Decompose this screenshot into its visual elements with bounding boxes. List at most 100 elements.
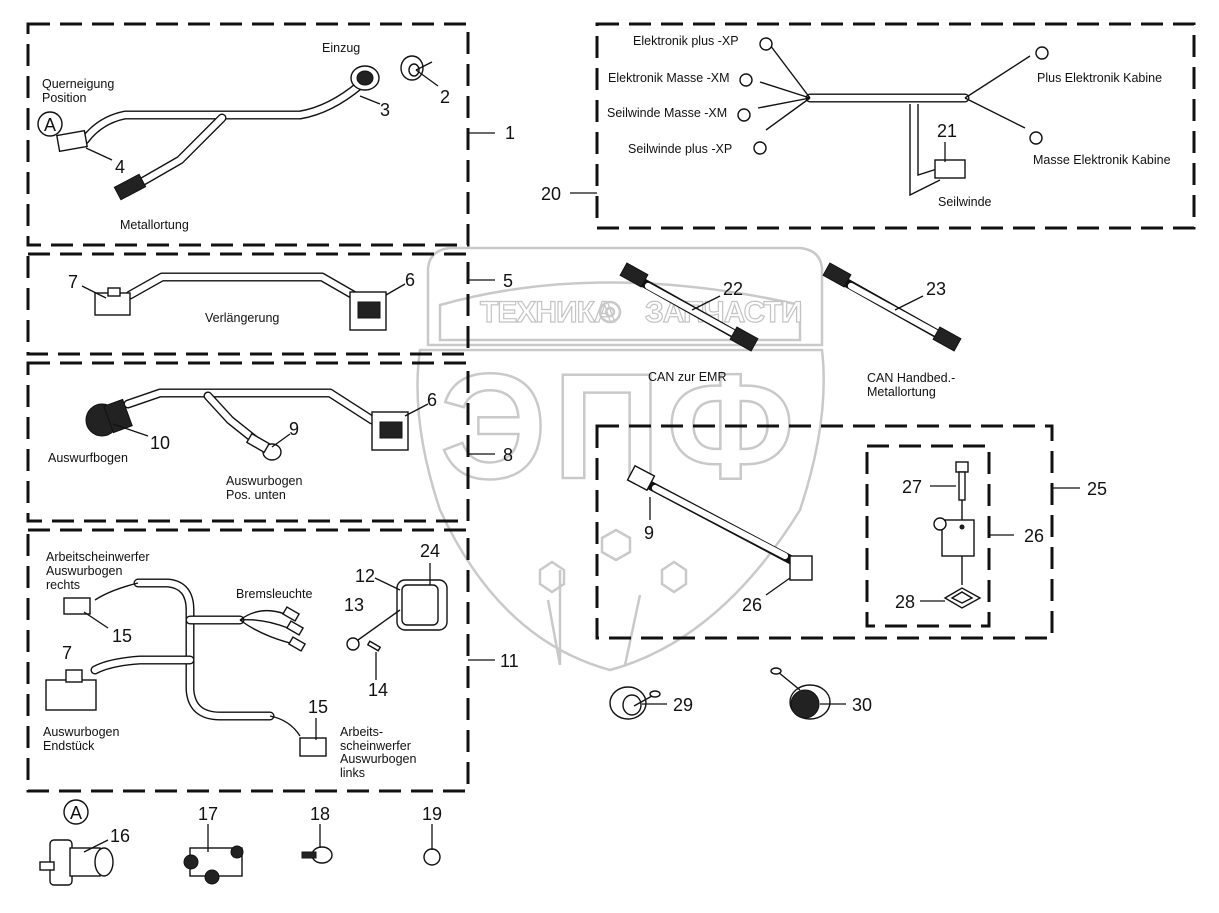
label-aw-rechts-3: rechts <box>46 578 80 592</box>
part-number-20[interactable]: 20 <box>541 184 561 204</box>
part-number-7-group11[interactable]: 7 <box>62 643 72 663</box>
part-number-8[interactable]: 8 <box>503 445 513 465</box>
part-number-2[interactable]: 2 <box>440 87 450 107</box>
connector-7[interactable] <box>94 287 131 316</box>
part-number-28[interactable]: 28 <box>895 592 915 612</box>
part-number-24[interactable]: 24 <box>420 541 440 561</box>
group-26-box <box>865 444 991 628</box>
cap-29[interactable] <box>609 686 661 720</box>
cap-2[interactable] <box>400 55 433 81</box>
harness-11-trunk <box>133 578 275 721</box>
lamp-24[interactable] <box>396 579 448 631</box>
sensor-16[interactable] <box>39 839 114 886</box>
label-auswurfbogen: Auswurfbogen <box>48 451 128 465</box>
group-1: 1 3 2 4 Einzug Querneigung Position Meta… <box>26 22 515 247</box>
ring-terminals-left[interactable] <box>737 37 811 155</box>
connector-6[interactable] <box>349 291 387 331</box>
clamp-18[interactable] <box>301 846 333 864</box>
spade-terminals[interactable] <box>281 606 307 652</box>
cable-9-26[interactable] <box>626 464 813 581</box>
label-sw-masse-xm: Seilwinde Masse -XM <box>607 106 727 120</box>
bolt-27[interactable] <box>955 461 969 520</box>
part-number-29[interactable]: 29 <box>673 695 693 715</box>
part-number-15-right[interactable]: 15 <box>112 626 132 646</box>
part-number-3[interactable]: 3 <box>380 100 390 120</box>
label-auswurbogen-pos-2: Pos. unten <box>226 488 286 502</box>
connector-15-right[interactable] <box>63 597 91 615</box>
part-number-7[interactable]: 7 <box>68 272 78 292</box>
part-number-26-cable[interactable]: 26 <box>742 595 762 615</box>
part-number-4[interactable]: 4 <box>115 157 125 177</box>
connector-7-endstueck[interactable] <box>45 669 97 711</box>
connector-metallortung[interactable] <box>113 173 147 201</box>
label-aw-links-3: Auswurbogen <box>340 752 416 766</box>
label-position: Position <box>42 91 87 105</box>
connector-4[interactable] <box>56 129 88 153</box>
part-number-10[interactable]: 10 <box>150 433 170 453</box>
clamp-19[interactable] <box>423 848 441 866</box>
part-number-17[interactable]: 17 <box>198 804 218 824</box>
part-number-18[interactable]: 18 <box>310 804 330 824</box>
bulb-13[interactable] <box>346 609 401 651</box>
part-number-9-group25[interactable]: 9 <box>644 523 654 543</box>
part-number-22[interactable]: 22 <box>723 279 743 299</box>
plug-26[interactable] <box>933 517 975 585</box>
connector-10[interactable] <box>85 398 133 437</box>
connector-21[interactable] <box>934 159 966 179</box>
screw-14[interactable] <box>366 640 382 652</box>
label-metallortung: Metallortung <box>120 218 189 232</box>
connector-3[interactable] <box>350 65 380 91</box>
can-cable-22[interactable] <box>619 262 759 352</box>
part-number-5[interactable]: 5 <box>503 271 513 291</box>
part-number-1[interactable]: 1 <box>505 123 515 143</box>
part-number-21[interactable]: 21 <box>937 121 957 141</box>
label-can-handbed: CAN Handbed.- <box>867 371 955 385</box>
label-einzug: Einzug <box>322 41 360 55</box>
part-number-9[interactable]: 9 <box>289 419 299 439</box>
part-number-30[interactable]: 30 <box>852 695 872 715</box>
label-can-zur-emr: CAN zur EMR <box>648 370 726 384</box>
can-cable-23[interactable] <box>822 262 962 352</box>
label-sw-plus-xp: Seilwinde plus -XP <box>628 142 732 156</box>
label-aw-rechts-2: Auswurbogen <box>46 564 122 578</box>
part-number-6[interactable]: 6 <box>405 270 415 290</box>
ring-terminals-right[interactable] <box>964 46 1049 145</box>
cap-30[interactable] <box>770 667 831 720</box>
group-20-box <box>595 22 1196 230</box>
label-aw-links-1: Arbeits- <box>340 725 383 739</box>
part-number-6-group8[interactable]: 6 <box>427 390 437 410</box>
group-20: 20 21 Elektronik plus -XP Elektronik Mas… <box>541 22 1196 230</box>
connector-6b[interactable] <box>371 411 409 451</box>
part-number-13[interactable]: 13 <box>344 595 364 615</box>
part-number-26[interactable]: 26 <box>1024 526 1044 546</box>
detail-marker-a <box>37 111 63 137</box>
part-number-25[interactable]: 25 <box>1087 479 1107 499</box>
label-el-masse-xm: Elektronik Masse -XM <box>608 71 730 85</box>
part-number-15-left[interactable]: 15 <box>308 697 328 717</box>
group-25: 25 9 26 26 27 2 <box>595 424 1107 640</box>
distributor-17[interactable] <box>183 845 244 885</box>
label-auswurbogen-pos-1: Auswurbogen <box>226 474 302 488</box>
detail-marker-a-bottom <box>63 799 89 825</box>
group-11: 11 <box>26 528 519 793</box>
group-5: 5 7 6 Verlängerung <box>26 252 513 356</box>
part-number-16[interactable]: 16 <box>110 826 130 846</box>
part-number-27[interactable]: 27 <box>902 477 922 497</box>
detail-marker-a-bottom-label: A <box>70 803 82 823</box>
connector-15-left[interactable] <box>299 737 327 757</box>
group-25-box <box>595 424 1054 640</box>
group-1-box <box>26 22 470 247</box>
label-endstueck-2: Endstück <box>43 739 95 753</box>
part-number-12[interactable]: 12 <box>355 566 375 586</box>
part-number-11[interactable]: 11 <box>500 651 519 671</box>
connector-9[interactable] <box>245 432 282 461</box>
label-plus-el-kabine: Plus Elektronik Kabine <box>1037 71 1162 85</box>
label-querneigung: Querneigung <box>42 77 114 91</box>
part-number-19[interactable]: 19 <box>422 804 442 824</box>
gasket-28[interactable] <box>943 587 982 609</box>
part-number-23[interactable]: 23 <box>926 279 946 299</box>
loose-parts-bottom: A 16 17 18 19 <box>39 799 442 886</box>
part-number-14[interactable]: 14 <box>368 680 388 700</box>
group-8: 8 10 9 6 Auswurfbogen Auswurbogen Pos. u… <box>26 361 513 523</box>
